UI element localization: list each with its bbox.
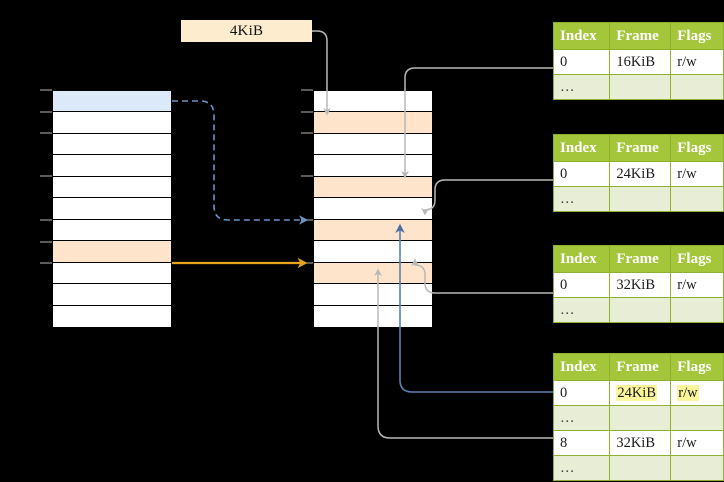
column-header-frame: Frame bbox=[609, 353, 672, 381]
column-header-frame: Frame bbox=[609, 134, 672, 162]
virtual-page-row bbox=[53, 305, 171, 327]
table2-to-memory-connector bbox=[421, 179, 553, 216]
page-table-1: Index Frame Flags 0 16KiB r/w … bbox=[552, 22, 724, 100]
column-header-flags: Flags bbox=[670, 22, 724, 50]
cell-frame bbox=[609, 186, 672, 212]
cell-flags bbox=[670, 297, 724, 323]
page-table-3: Index Frame Flags 0 32KiB r/w … bbox=[552, 245, 724, 323]
cell-flags: r/w bbox=[670, 49, 724, 75]
page-table-4: Index Frame Flags 0 24KiB r/w … 8 32KiB … bbox=[552, 353, 724, 481]
table1-to-memory-connector bbox=[401, 67, 553, 179]
page-size-leader-line bbox=[312, 30, 331, 116]
table3-to-memory-connector bbox=[411, 258, 553, 294]
cell-index: … bbox=[552, 455, 611, 481]
virtual-page-row bbox=[53, 133, 171, 156]
cell-index: … bbox=[552, 74, 611, 100]
page-table-2: Index Frame Flags 0 24KiB r/w … bbox=[552, 134, 724, 212]
table-row: 8 32KiB r/w bbox=[552, 430, 724, 456]
physical-memory-column bbox=[313, 90, 433, 328]
virtual-page-row bbox=[53, 284, 171, 306]
cell-index: 0 bbox=[552, 49, 611, 75]
middle-column-ticks bbox=[301, 89, 313, 264]
cell-flags: r/w bbox=[670, 161, 724, 187]
cell-frame: 32KiB bbox=[609, 272, 672, 298]
cell-frame bbox=[609, 405, 672, 431]
cell-flags bbox=[670, 186, 724, 212]
table4-row0-to-memory-connector bbox=[395, 223, 553, 393]
cell-index-text: 0 bbox=[560, 385, 568, 401]
table-header-row: Index Frame Flags bbox=[552, 353, 724, 381]
cell-flags: r/w bbox=[670, 272, 724, 298]
cell-frame: 16KiB bbox=[609, 49, 672, 75]
physical-frame-row bbox=[314, 241, 432, 263]
table-row: 0 24KiB r/w bbox=[552, 161, 724, 187]
table4-row8-to-memory-connector bbox=[374, 268, 553, 439]
table-header-row: Index Frame Flags bbox=[552, 245, 724, 273]
column-header-index: Index bbox=[552, 134, 611, 162]
cell-index: 0 bbox=[552, 380, 611, 406]
table-row: … bbox=[552, 186, 724, 212]
cell-index: … bbox=[552, 297, 611, 323]
physical-frame-row bbox=[314, 305, 432, 327]
cell-index: … bbox=[552, 405, 611, 431]
virtual-page-row bbox=[53, 262, 171, 285]
table-row: … bbox=[552, 297, 724, 323]
cell-frame bbox=[609, 297, 672, 323]
physical-frame-row bbox=[314, 176, 432, 199]
cell-flags bbox=[670, 455, 724, 481]
physical-frame-row bbox=[314, 133, 432, 156]
cell-flags bbox=[670, 74, 724, 100]
column-header-index: Index bbox=[552, 245, 611, 273]
left-column-ticks bbox=[40, 89, 52, 264]
table-row: 0 32KiB r/w bbox=[552, 272, 724, 298]
column-header-frame: Frame bbox=[609, 22, 672, 50]
cell-index: 8 bbox=[552, 430, 611, 456]
cell-flags-text: r/w bbox=[677, 385, 699, 401]
cell-index: 0 bbox=[552, 272, 611, 298]
virtual-page-row bbox=[53, 112, 171, 134]
cell-index: 0 bbox=[552, 161, 611, 187]
virtual-page-row bbox=[53, 241, 171, 263]
table-row: … bbox=[552, 74, 724, 100]
cell-frame bbox=[609, 74, 672, 100]
physical-frame-row bbox=[314, 262, 432, 285]
cell-flags: r/w bbox=[670, 430, 724, 456]
table-row: … bbox=[552, 405, 724, 431]
cell-frame: 32KiB bbox=[609, 430, 672, 456]
virtual-page-row bbox=[53, 219, 171, 242]
table-header-row: Index Frame Flags bbox=[552, 22, 724, 50]
cell-flags: r/w bbox=[670, 380, 724, 406]
column-header-frame: Frame bbox=[609, 245, 672, 273]
table-row: … bbox=[552, 455, 724, 481]
virtual-page-row bbox=[53, 155, 171, 177]
table-header-row: Index Frame Flags bbox=[552, 134, 724, 162]
column-header-index: Index bbox=[552, 22, 611, 50]
physical-frame-row bbox=[314, 112, 432, 134]
virtual-page-row bbox=[53, 176, 171, 199]
virtual-address-space-column bbox=[52, 90, 172, 328]
cell-index: … bbox=[552, 186, 611, 212]
cell-frame: 24KiB bbox=[609, 161, 672, 187]
table-row: 0 24KiB r/w bbox=[552, 380, 724, 406]
cell-flags bbox=[670, 405, 724, 431]
virtual-page-row bbox=[53, 198, 171, 220]
page-size-label: 4KiB bbox=[181, 20, 312, 42]
cell-frame-text: 24KiB bbox=[616, 385, 657, 401]
physical-frame-row bbox=[314, 91, 432, 113]
column-header-index: Index bbox=[552, 353, 611, 381]
virtual-page-row bbox=[53, 91, 171, 113]
column-header-flags: Flags bbox=[670, 245, 724, 273]
physical-frame-row bbox=[314, 198, 432, 220]
blue-dashed-mapping-arrow bbox=[172, 100, 309, 225]
column-header-flags: Flags bbox=[670, 353, 724, 381]
table-row: 0 16KiB r/w bbox=[552, 49, 724, 75]
cell-frame bbox=[609, 455, 672, 481]
column-header-flags: Flags bbox=[670, 134, 724, 162]
physical-frame-row bbox=[314, 284, 432, 306]
cell-frame: 24KiB bbox=[609, 380, 672, 406]
